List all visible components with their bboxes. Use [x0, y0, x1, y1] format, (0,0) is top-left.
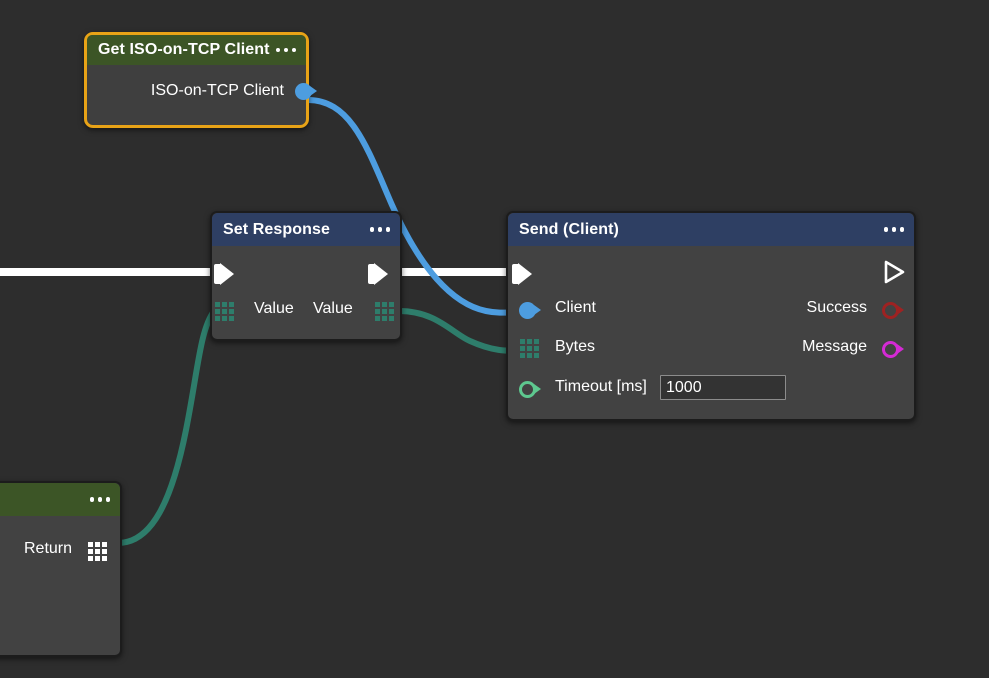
- port-exec-out-send-client[interactable]: [883, 259, 906, 285]
- wire-set-response-value-to-bytes: [396, 308, 523, 354]
- node-body-send-client: Client Success Bytes Message: [508, 246, 914, 419]
- node-set-response[interactable]: Set Response Value Value: [210, 211, 402, 341]
- port-input-timeout-send[interactable]: [519, 379, 541, 399]
- port-input-value-set-response[interactable]: [215, 302, 234, 321]
- node-title-set-response: Set Response: [223, 220, 331, 238]
- node-body-get-iso-on-tcp-client: ISO-on-TCP Client: [87, 65, 317, 128]
- node-send-client[interactable]: Send (Client) Clie: [506, 211, 916, 421]
- node-title-send-client: Send (Client): [519, 220, 619, 238]
- port-input-client-send[interactable]: [519, 300, 541, 320]
- node-body-set-response: Value Value: [212, 246, 400, 339]
- output-label-value-set-response: Value: [313, 300, 353, 317]
- port-output-value-set-response[interactable]: [375, 302, 394, 321]
- port-input-bytes-send[interactable]: [520, 339, 539, 358]
- ellipsis-icon[interactable]: [89, 497, 110, 502]
- input-label-value-set-response: Value: [254, 300, 294, 317]
- wire-return-to-set-response-value: [115, 308, 217, 546]
- port-output-iso-on-tcp-client[interactable]: [295, 81, 317, 101]
- node-header-get-iso-on-tcp-client[interactable]: Get ISO-on-TCP Client: [87, 35, 306, 65]
- port-output-message-send[interactable]: [882, 339, 904, 359]
- node-header-set-response[interactable]: Set Response: [212, 213, 400, 246]
- output-label-success-send: Success: [806, 299, 867, 316]
- ellipsis-icon[interactable]: [369, 227, 390, 232]
- node-title-get-iso-on-tcp-client: Get ISO-on-TCP Client: [98, 41, 270, 58]
- node-header-send-client[interactable]: Send (Client): [508, 213, 914, 246]
- input-label-bytes-send: Bytes: [555, 338, 596, 355]
- input-label-return: Return: [24, 540, 73, 557]
- node-body-return: Return: [0, 516, 120, 655]
- node-header-return[interactable]: [0, 483, 120, 516]
- port-input-return[interactable]: [88, 542, 107, 561]
- port-output-success-send[interactable]: [882, 300, 904, 320]
- input-label-client-send: Client: [555, 299, 596, 316]
- node-return[interactable]: Return: [0, 481, 122, 657]
- output-label-iso-on-tcp-client: ISO-on-TCP Client: [150, 82, 284, 99]
- input-label-timeout-send: Timeout [ms]: [555, 378, 647, 395]
- output-row-iso-on-tcp-client: ISO-on-TCP Client: [151, 81, 317, 101]
- ellipsis-icon[interactable]: [883, 227, 904, 232]
- timeout-input-field[interactable]: [660, 375, 786, 400]
- ellipsis-icon[interactable]: [275, 47, 296, 53]
- output-label-message-send: Message: [802, 338, 867, 355]
- node-get-iso-on-tcp-client[interactable]: Get ISO-on-TCP Client ISO-on-TCP Client: [84, 32, 317, 128]
